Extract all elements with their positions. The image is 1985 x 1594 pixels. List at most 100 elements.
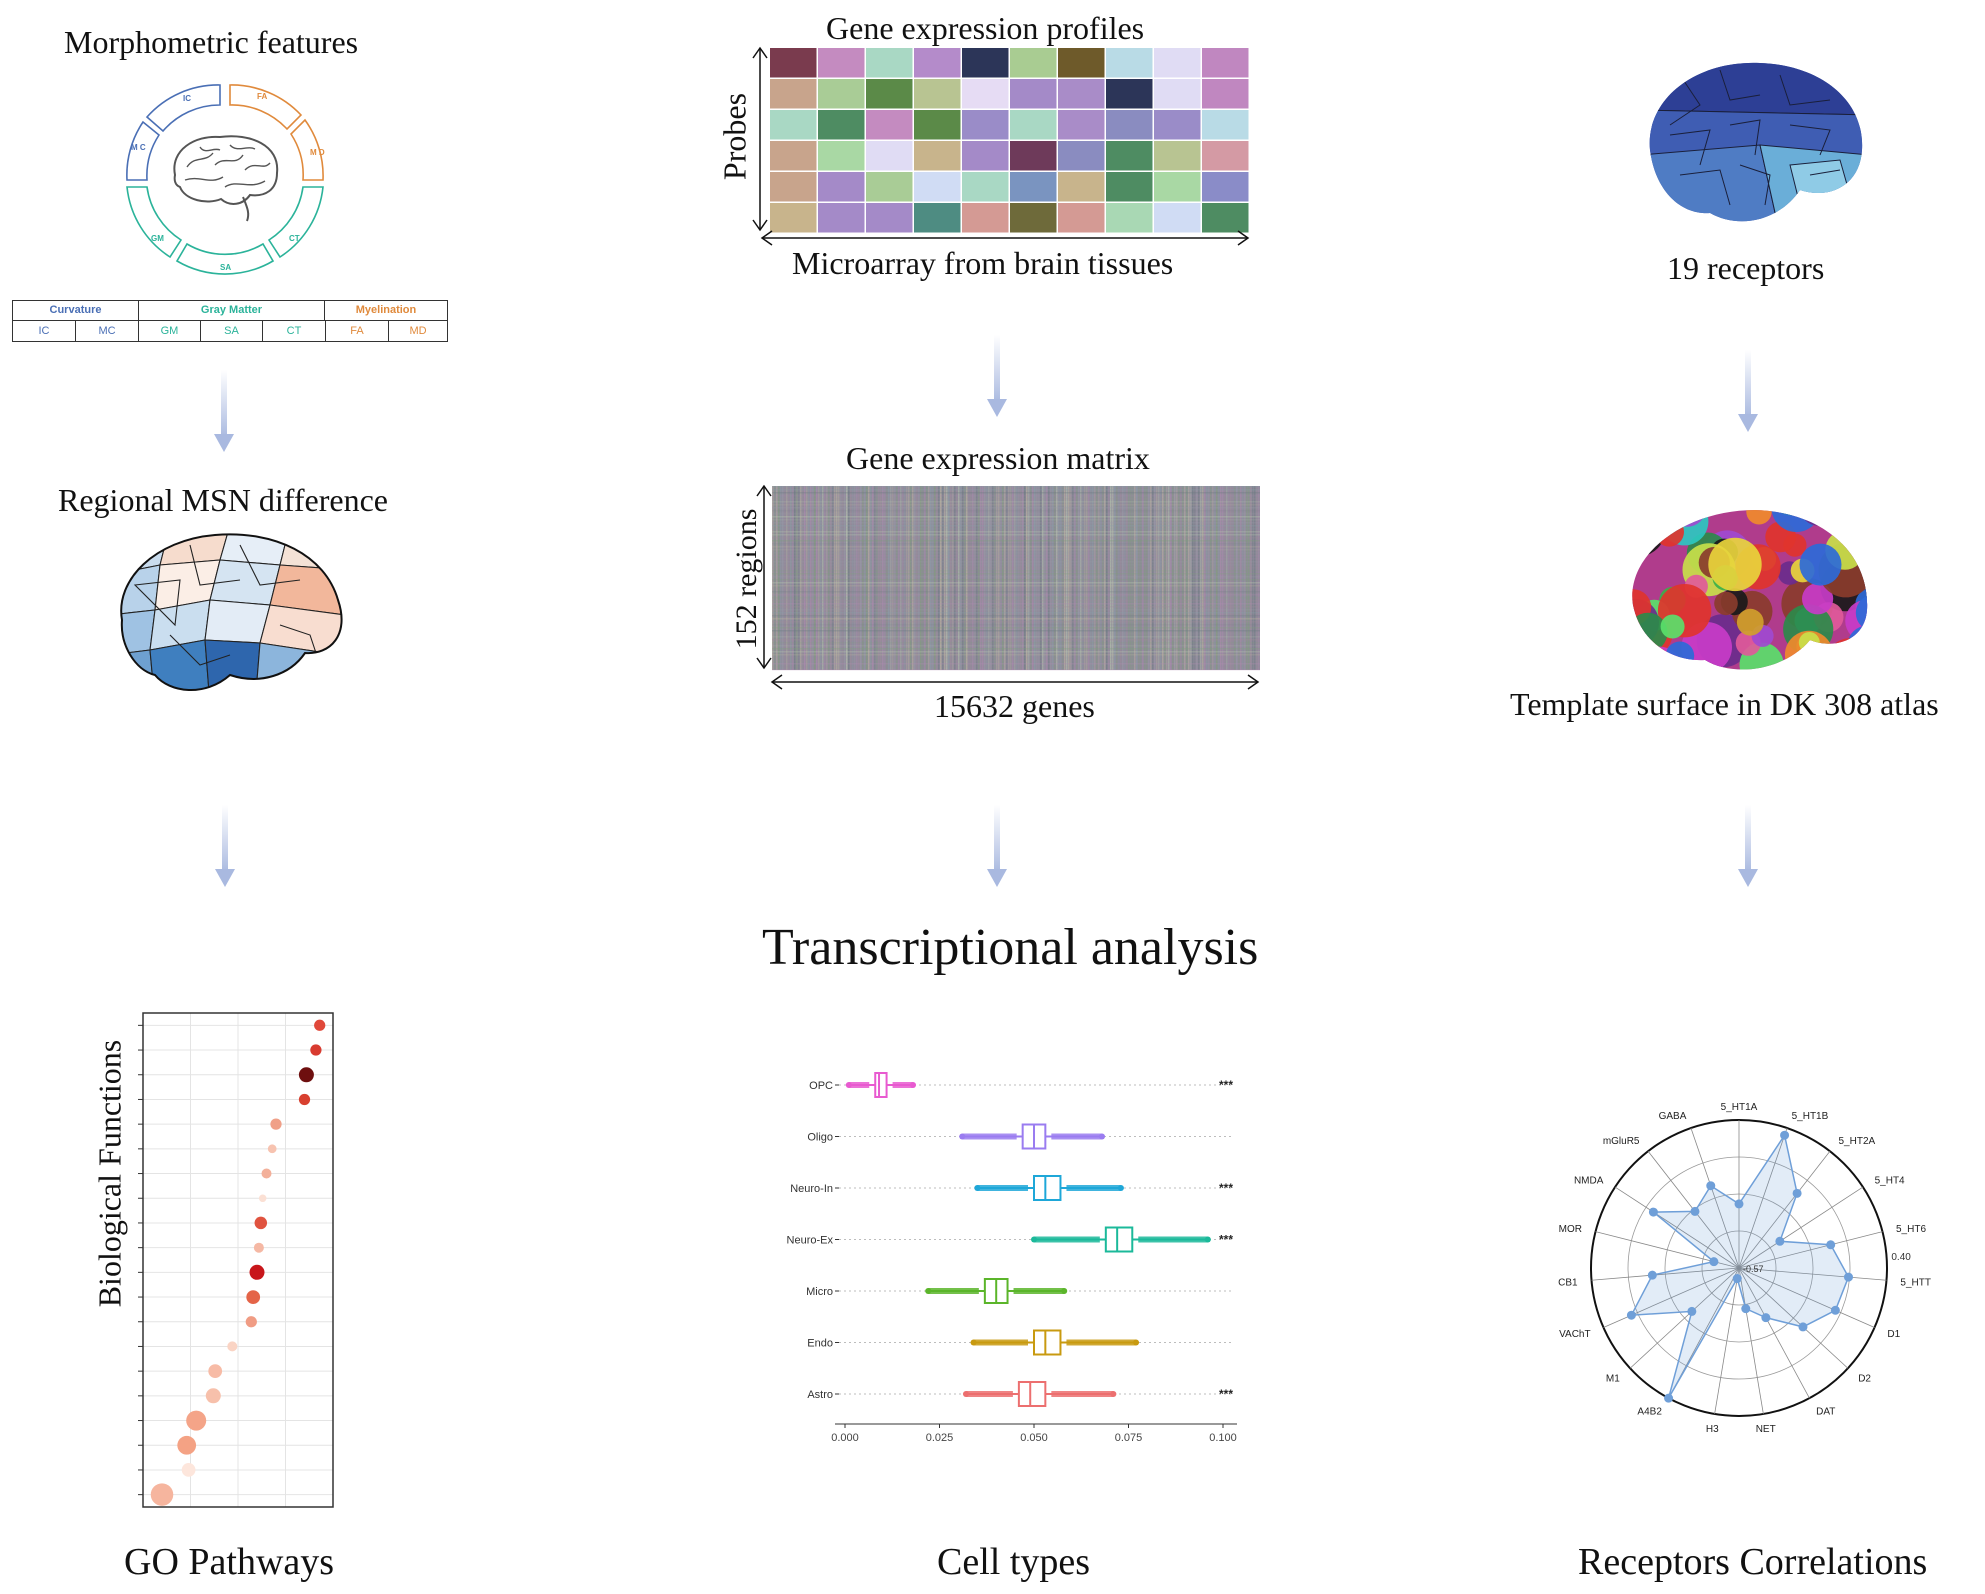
morphometric-ring-diagram: IC FA M D M C GM SA CT xyxy=(126,84,325,275)
profiles-title: Gene expression profiles xyxy=(826,10,1145,46)
x-tick-label: 0.000 xyxy=(831,1432,859,1444)
radar-axis-label: NMDA xyxy=(1574,1175,1604,1186)
profile-cell xyxy=(1154,203,1201,233)
profile-cell xyxy=(1154,79,1201,109)
cell-types-title: Cell types xyxy=(937,1541,1091,1583)
category-label: Micro xyxy=(806,1286,833,1298)
radar-point xyxy=(1798,1322,1808,1332)
radar-area xyxy=(1630,1133,1850,1399)
profile-cell xyxy=(1058,48,1105,78)
boxplot-row: Astro*** xyxy=(807,1381,1233,1407)
boxplot-row: OPC*** xyxy=(809,1072,1233,1098)
microarray-arrow xyxy=(760,230,1250,246)
radar-point xyxy=(1741,1304,1751,1314)
radar-point xyxy=(1826,1240,1836,1250)
genes-label: 15632 genes xyxy=(934,688,1095,724)
radar-point xyxy=(1690,1206,1700,1216)
radar-point xyxy=(1775,1236,1785,1246)
outlier-band xyxy=(1066,1185,1121,1191)
go-dot xyxy=(267,1144,277,1154)
outlier-band xyxy=(848,1082,870,1088)
radar-axis-label: 5_HT1B xyxy=(1792,1111,1829,1122)
profile-cell xyxy=(1202,141,1249,171)
arrow-down-icon xyxy=(1738,350,1758,432)
profile-cell xyxy=(1010,141,1057,171)
profile-cell xyxy=(818,110,865,140)
probes-arrow xyxy=(752,46,768,232)
arrow-down-icon xyxy=(215,805,235,887)
go-dot xyxy=(205,1388,221,1404)
arrow-down-icon xyxy=(214,370,234,452)
profile-cell xyxy=(770,203,817,233)
arrow-down-icon xyxy=(987,335,1007,417)
profile-cell xyxy=(914,79,961,109)
boxplot-row: Oligo xyxy=(807,1123,1233,1150)
radar-axis-label: NET xyxy=(1756,1424,1776,1435)
profile-cell xyxy=(818,172,865,202)
profile-cell xyxy=(1010,79,1057,109)
go-dot xyxy=(208,1364,223,1378)
profile-cell xyxy=(818,141,865,171)
box xyxy=(1033,1175,1062,1201)
genes-arrow xyxy=(770,674,1260,690)
profile-cell xyxy=(818,79,865,109)
x-tick-label: 0.075 xyxy=(1115,1432,1143,1444)
x-tick-label: 0.100 xyxy=(1209,1432,1237,1444)
radar-point xyxy=(1687,1306,1697,1316)
arrow-down-icon xyxy=(1738,805,1758,887)
go-dot xyxy=(253,1242,264,1253)
profile-cell xyxy=(866,48,913,78)
outlier-band xyxy=(962,1133,1017,1140)
box xyxy=(1104,1226,1134,1253)
go-dot xyxy=(270,1118,282,1130)
go-dot xyxy=(186,1410,207,1431)
profile-cell xyxy=(866,141,913,171)
morphometric-table: Curvature Gray Matter Myelination IC MC … xyxy=(12,300,448,342)
x-tick-label: 0.025 xyxy=(926,1432,954,1444)
category-label: Astro xyxy=(807,1389,833,1401)
table-cell-sa: SA xyxy=(201,321,263,341)
radar-point xyxy=(1647,1270,1657,1280)
profile-cell xyxy=(1202,172,1249,202)
table-cell-fa: FA xyxy=(326,321,389,341)
template-surface-brain xyxy=(1632,510,1868,670)
outlier-band xyxy=(1066,1339,1137,1346)
profile-cell xyxy=(1058,203,1105,233)
profile-cell xyxy=(914,48,961,78)
radar-axis-label: DAT xyxy=(1816,1407,1835,1418)
profile-cell xyxy=(1106,203,1153,233)
radar-point xyxy=(1830,1305,1840,1315)
receptors-correlations-title: Receptors Correlations xyxy=(1578,1541,1928,1583)
table-cell-mc: MC xyxy=(76,321,139,341)
profile-cell xyxy=(1202,48,1249,78)
boxplot-row: Micro xyxy=(806,1278,1233,1304)
category-label: Oligo xyxy=(807,1132,833,1144)
profile-cell xyxy=(1154,141,1201,171)
profile-grid xyxy=(770,48,1249,233)
radar-axis-label: VAChT xyxy=(1559,1329,1591,1340)
profile-cell xyxy=(914,141,961,171)
microarray-label: Microarray from brain tissues xyxy=(792,245,1174,281)
go-dot xyxy=(245,1316,257,1328)
ring-label-md: M D xyxy=(310,148,325,157)
go-dot xyxy=(150,1483,174,1506)
go-dot xyxy=(246,1290,261,1304)
go-dot xyxy=(177,1435,197,1455)
outlier-band xyxy=(1051,1133,1103,1140)
ring-label-gm: GM xyxy=(151,234,164,243)
profile-cell xyxy=(1106,141,1153,171)
significance-marker: *** xyxy=(1219,1233,1233,1247)
profile-cell xyxy=(1202,203,1249,233)
radar-point xyxy=(1709,1257,1719,1267)
table-cell-gm: GM xyxy=(139,321,201,341)
profile-cell xyxy=(1010,48,1057,78)
boxplot-row: Endo xyxy=(807,1329,1233,1356)
ring-label-ic: IC xyxy=(183,94,191,103)
profile-cell xyxy=(914,172,961,202)
brain-msn-map xyxy=(120,533,343,691)
radar-axis-label: H3 xyxy=(1706,1424,1719,1435)
table-cell-md: MD xyxy=(409,325,427,337)
radar-axis-label: 5_HT1A xyxy=(1721,1102,1758,1113)
box xyxy=(1033,1329,1062,1356)
